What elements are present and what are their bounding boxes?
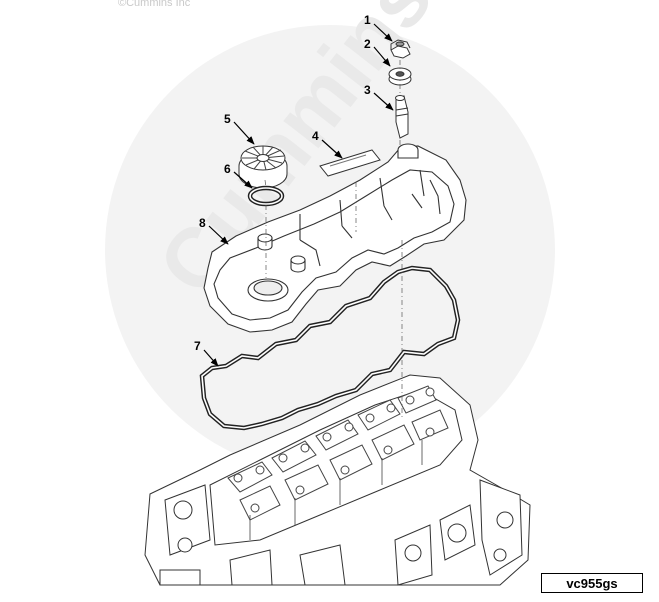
- callout-5: 5: [224, 112, 231, 126]
- callout-8: 8: [199, 216, 206, 230]
- callout-4: 4: [312, 129, 319, 143]
- callout-leaders: [203, 23, 394, 367]
- assembly-centerlines: [264, 60, 403, 420]
- valve-cover: [203, 143, 467, 333]
- callout-1: 1: [364, 13, 371, 27]
- stud: [395, 95, 409, 139]
- valve-cover-gasket: [199, 265, 461, 431]
- oil-fill-cap: [238, 145, 288, 189]
- callout-3: 3: [364, 83, 371, 97]
- callout-7: 7: [194, 339, 201, 353]
- callout-2: 2: [364, 37, 371, 51]
- copyright-text: ©Cummins Inc: [118, 0, 191, 9]
- figure-id-label: vc955gs: [541, 573, 643, 593]
- caution-label: [319, 149, 381, 177]
- callout-labels: 1 2 3 4 5 6 8 7: [194, 13, 371, 353]
- cylinder-head: [144, 374, 531, 586]
- callout-6: 6: [224, 162, 231, 176]
- hex-nut: [390, 39, 411, 59]
